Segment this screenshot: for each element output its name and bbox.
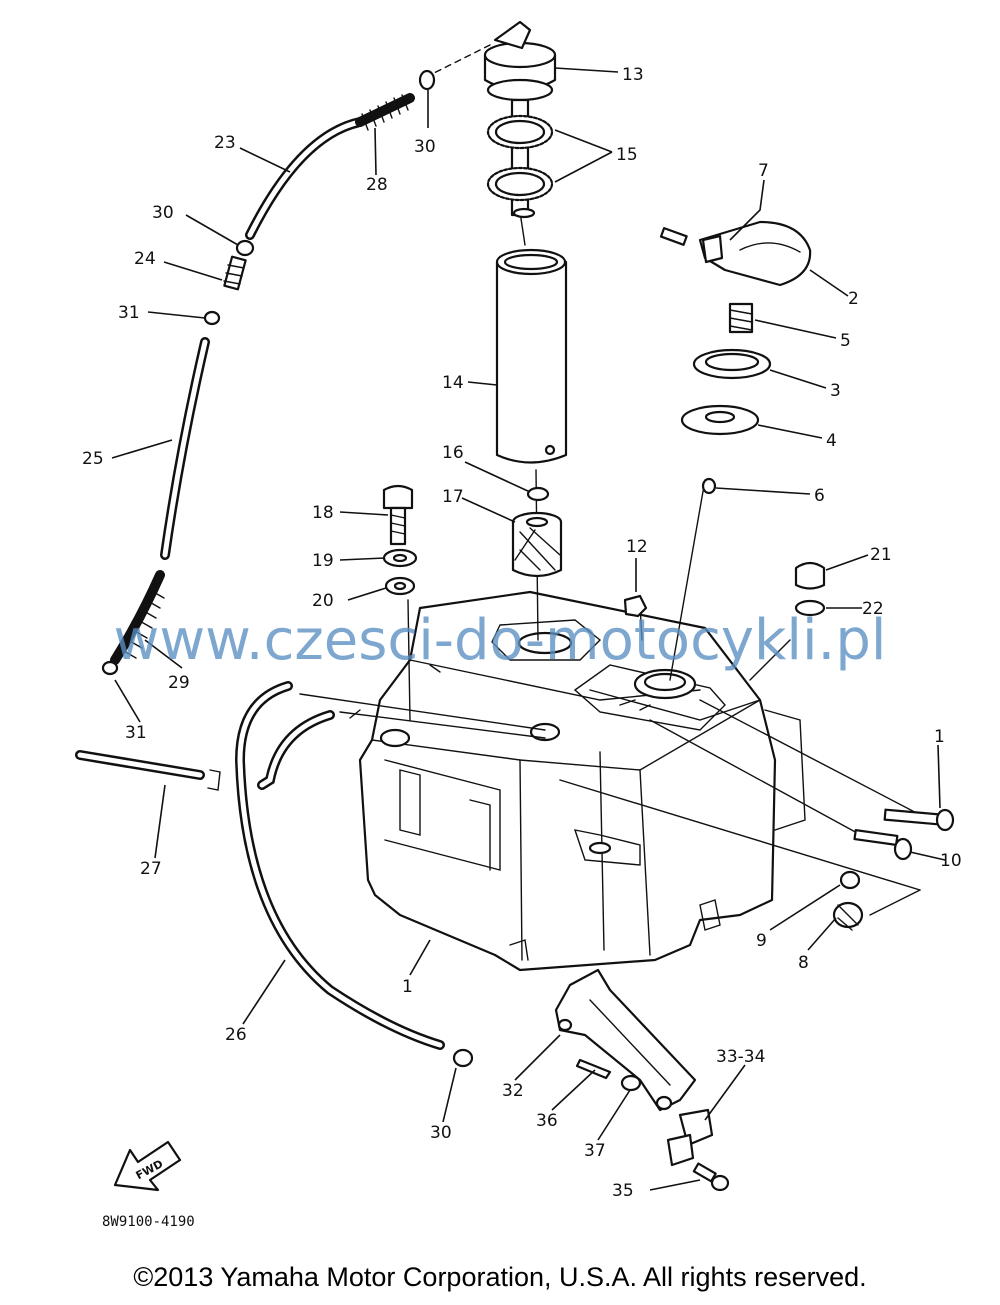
callout-2: 2 xyxy=(848,289,859,309)
clamp-31-top xyxy=(203,310,221,326)
damper-8-texture xyxy=(837,904,859,931)
pump-opening xyxy=(491,619,602,661)
bracket-32 xyxy=(554,968,697,1112)
callout-33-34: 33-34 xyxy=(716,1047,765,1067)
fitting-24 xyxy=(223,255,247,291)
tank-boss xyxy=(529,722,561,742)
callout-8: 8 xyxy=(798,953,809,973)
callout-18: 18 xyxy=(312,503,334,523)
callout-16: 16 xyxy=(442,443,464,463)
callout-35: 35 xyxy=(612,1181,634,1201)
callout-14: 14 xyxy=(442,373,464,393)
strainer-tube xyxy=(495,248,568,464)
washer-16 xyxy=(526,486,550,502)
callout-6: 6 xyxy=(814,486,825,506)
copyright-notice: ©2013 Yamaha Motor Corporation, U.S.A. A… xyxy=(133,1262,867,1292)
callout-30-bottom: 30 xyxy=(430,1123,452,1143)
hose-26 xyxy=(234,681,445,1050)
callout-36: 36 xyxy=(536,1111,558,1131)
callout-23: 23 xyxy=(214,133,236,153)
forward-arrow: FWD xyxy=(113,1140,182,1192)
plate-3 xyxy=(692,348,772,380)
hose-25 xyxy=(160,337,210,560)
hose-27 xyxy=(75,750,221,791)
callout-26: 26 xyxy=(225,1025,247,1045)
pin-7 xyxy=(659,227,688,246)
callout-1: 1 xyxy=(402,977,413,997)
callout-9: 9 xyxy=(756,931,767,951)
clip-33-34 xyxy=(666,1108,714,1167)
clamp-30-bottom xyxy=(452,1048,474,1068)
gasket-4 xyxy=(680,404,760,436)
tank-boss-left xyxy=(379,728,411,748)
clamp-30-top xyxy=(418,69,436,91)
callout-30-left: 30 xyxy=(152,203,174,223)
washer-20-hole xyxy=(393,581,407,591)
callout-21: 21 xyxy=(870,545,892,565)
callout-37: 37 xyxy=(584,1141,606,1161)
bolt-right-upper xyxy=(883,808,955,832)
callout-5: 5 xyxy=(840,331,851,351)
callout-22: 22 xyxy=(862,599,884,619)
callout-20: 20 xyxy=(312,591,334,611)
callout-29: 29 xyxy=(168,673,190,693)
hose-23 xyxy=(245,117,365,240)
callout-10: 10 xyxy=(940,851,962,871)
callout-1-right: 1 xyxy=(934,727,945,747)
gasket-rings xyxy=(486,114,554,202)
cap-21 xyxy=(794,561,826,590)
hose-short xyxy=(257,710,335,790)
callout-31-top: 31 xyxy=(118,303,140,323)
washer-37 xyxy=(620,1074,642,1092)
callout-12: 12 xyxy=(626,537,648,557)
callout-13: 13 xyxy=(622,65,644,85)
washer-19-hole xyxy=(392,553,408,563)
spring-5 xyxy=(728,302,754,334)
bolt-35 xyxy=(692,1162,730,1192)
nut-12 xyxy=(623,594,648,618)
callout-28: 28 xyxy=(366,175,388,195)
fuel-filter xyxy=(511,511,563,578)
callout-32: 32 xyxy=(502,1081,524,1101)
watermark: www.czesci-do-motocykli.pl xyxy=(113,608,887,673)
screw-36 xyxy=(575,1058,612,1080)
filler-cap xyxy=(698,220,812,287)
bolt-10 xyxy=(853,829,913,861)
document-number: 8W9100-4190 xyxy=(102,1214,195,1230)
clamp-31-bottom xyxy=(101,660,119,676)
screw-6 xyxy=(701,477,717,495)
callout-19: 19 xyxy=(312,551,334,571)
filler-neck xyxy=(573,664,726,731)
leader-lines xyxy=(111,67,946,1191)
bolt-18 xyxy=(382,484,414,546)
callout-31-bottom: 31 xyxy=(125,723,147,743)
callout-30-top: 30 xyxy=(414,137,436,157)
spring-29 xyxy=(110,570,165,665)
spring-28 xyxy=(355,93,415,131)
callout-3: 3 xyxy=(830,381,841,401)
callout-15: 15 xyxy=(616,145,638,165)
parts-diagram: 13 15 7 2 5 3 4 6 14 16 17 18 19 20 12 2… xyxy=(75,20,962,1201)
callout-7: 7 xyxy=(758,161,769,181)
callout-labels: 13 15 7 2 5 3 4 6 14 16 17 18 19 20 12 2… xyxy=(82,65,962,1201)
callout-24: 24 xyxy=(134,249,156,269)
nut-9 xyxy=(839,870,861,890)
callout-27: 27 xyxy=(140,859,162,879)
clamp-30-left xyxy=(235,239,255,257)
callout-25: 25 xyxy=(82,449,104,469)
callout-17: 17 xyxy=(442,487,464,507)
callout-4: 4 xyxy=(826,431,837,451)
grommet-22 xyxy=(794,599,826,617)
